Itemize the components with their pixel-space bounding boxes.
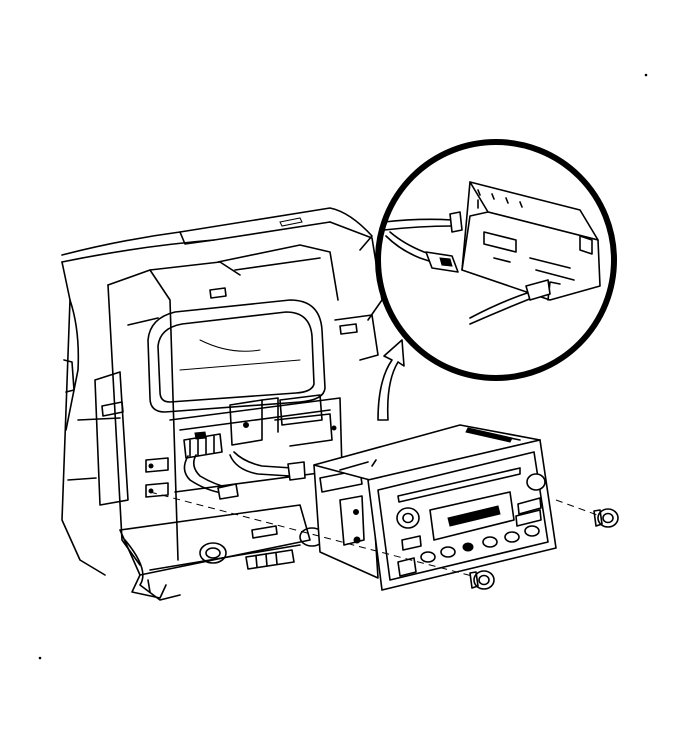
radio-receiver <box>313 424 557 591</box>
detail-callout-circle <box>375 139 617 381</box>
wiring-harness <box>183 451 306 500</box>
instrument-cluster-opening <box>147 299 326 413</box>
climate-control-panel <box>119 504 325 601</box>
stray-mark <box>38 656 42 660</box>
instrument-panel <box>61 207 383 576</box>
radio-fastener-left <box>149 491 495 590</box>
stray-mark <box>644 73 648 77</box>
radio-fastener-right <box>555 499 619 528</box>
radio-mounting-opening <box>169 394 343 493</box>
callout-arrow <box>377 339 405 421</box>
